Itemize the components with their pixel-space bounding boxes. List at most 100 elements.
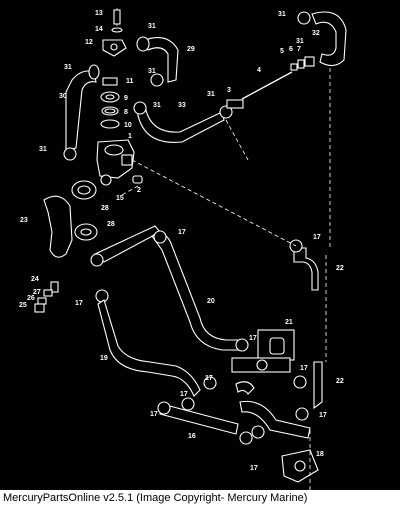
callout-18: 18	[316, 451, 324, 458]
callout-3: 3	[227, 87, 231, 94]
callout-17: 17	[313, 234, 321, 241]
tee-fitting-block	[231, 357, 291, 395]
callout-13: 13	[95, 10, 103, 17]
callout-23: 23	[20, 217, 28, 224]
callout-24: 24	[31, 276, 39, 283]
clamp-part-31-f	[88, 64, 100, 80]
callout-7: 7	[297, 46, 301, 53]
clamp-part-31-c	[133, 101, 147, 115]
clamp-part-31-d	[219, 105, 233, 119]
oring-part-10	[101, 106, 119, 116]
callout-17: 17	[205, 375, 213, 382]
callout-17: 17	[150, 411, 158, 418]
image-caption: MercuryPartsOnline v2.5.1 (Image Copyrig…	[0, 490, 400, 507]
callout-17: 17	[249, 335, 257, 342]
callout-17: 17	[180, 391, 188, 398]
callout-33: 33	[178, 102, 186, 109]
callout-11: 11	[126, 78, 134, 85]
callout-10: 10	[124, 122, 132, 129]
callout-14: 14	[95, 26, 103, 33]
callout-31: 31	[64, 64, 72, 71]
callout-22: 22	[336, 265, 344, 272]
clamp-part-31-g	[63, 147, 77, 161]
fitting-part-24-27	[34, 281, 59, 313]
exploded-parts-diagram: 13 14 12 31 29 31 31 11 30 9 31 33 10 8 …	[19, 8, 347, 490]
hose-part-29	[144, 37, 179, 83]
hose-part-32	[311, 11, 347, 67]
clamp-part-17-a	[153, 230, 167, 244]
elbow-fitting-part-12	[102, 39, 127, 57]
clamp-ring-part-28	[71, 180, 97, 200]
callout-2: 2	[137, 187, 141, 194]
hose-part-33	[136, 105, 225, 143]
callout-26: 26	[27, 295, 35, 302]
callout-31: 31	[153, 102, 161, 109]
callout-17: 17	[300, 365, 308, 372]
callout-4: 4	[257, 67, 261, 74]
callout-28: 28	[101, 205, 109, 212]
callout-21: 21	[285, 319, 293, 326]
clamp-part-17-j	[239, 431, 253, 445]
clamp-part-31-b	[150, 73, 164, 87]
callout-17: 17	[75, 300, 83, 307]
fitting-part-21	[257, 329, 295, 361]
clamp-part-17-e	[203, 376, 217, 390]
callout-8: 8	[124, 109, 128, 116]
callout-labels: 13 14 12 31 29 31 31 11 30 9 31 33 10 8 …	[19, 10, 344, 472]
hose-part-19	[97, 299, 201, 397]
clamp-part-17-l	[181, 397, 195, 411]
callout-17: 17	[178, 229, 186, 236]
callout-6: 6	[289, 46, 293, 53]
rod-part-4	[241, 71, 293, 100]
drain-plug-part-2	[132, 175, 143, 184]
callout-1: 1	[128, 133, 132, 140]
callout-22: 22	[336, 378, 344, 385]
hose-part-20	[94, 225, 239, 351]
clamp-part-17-g	[293, 375, 307, 389]
callout-32: 32	[312, 30, 320, 37]
callout-31: 31	[278, 11, 286, 18]
clamp-part-31-e	[297, 11, 311, 25]
gasket-part-8	[100, 119, 120, 129]
hose-part-30	[65, 70, 97, 151]
gasket-part-9	[100, 91, 120, 103]
callout-31: 31	[148, 68, 156, 75]
callout-16: 16	[188, 433, 196, 440]
callout-31: 31	[148, 23, 156, 30]
callout-17: 17	[250, 465, 258, 472]
fitting-part-5-6-7	[290, 56, 315, 71]
elbow-hose-part-23	[43, 195, 73, 258]
callout-30: 30	[59, 93, 67, 100]
callout-9: 9	[124, 95, 128, 102]
hose-part-22-upper	[293, 247, 319, 291]
callout-12: 12	[85, 39, 93, 46]
callout-31: 31	[296, 38, 304, 45]
callout-31: 31	[207, 91, 215, 98]
callout-28: 28	[107, 221, 115, 228]
clamp-part-17-c	[95, 289, 109, 303]
washer-part-14	[111, 27, 123, 33]
callout-19: 19	[100, 355, 108, 362]
callout-15: 15	[116, 195, 124, 202]
fitting-part-11	[102, 77, 118, 86]
hose-fitting-part-3	[226, 99, 244, 109]
callout-5: 5	[280, 48, 284, 55]
clamp-part-17-i	[157, 401, 171, 415]
callout-25: 25	[19, 302, 27, 309]
clamp-part-17-h	[295, 407, 309, 421]
clamp-part-17-d	[235, 338, 249, 352]
callout-17: 17	[319, 412, 327, 419]
clamp-part-31-a	[136, 36, 150, 52]
clamp-ring-part-28-b	[74, 223, 98, 241]
clamp-part-17-k	[251, 425, 265, 439]
clamp-part-17-b	[90, 253, 104, 267]
callout-27: 27	[33, 289, 41, 296]
hose-part-22-lower	[313, 361, 323, 410]
callout-20: 20	[207, 298, 215, 305]
valve-part-18	[281, 449, 319, 483]
bolt-part	[113, 8, 121, 26]
callout-31: 31	[39, 146, 47, 153]
callout-29: 29	[187, 46, 195, 53]
dashed-reference-lines	[119, 68, 331, 490]
thermostat-housing-part-1	[96, 139, 135, 186]
